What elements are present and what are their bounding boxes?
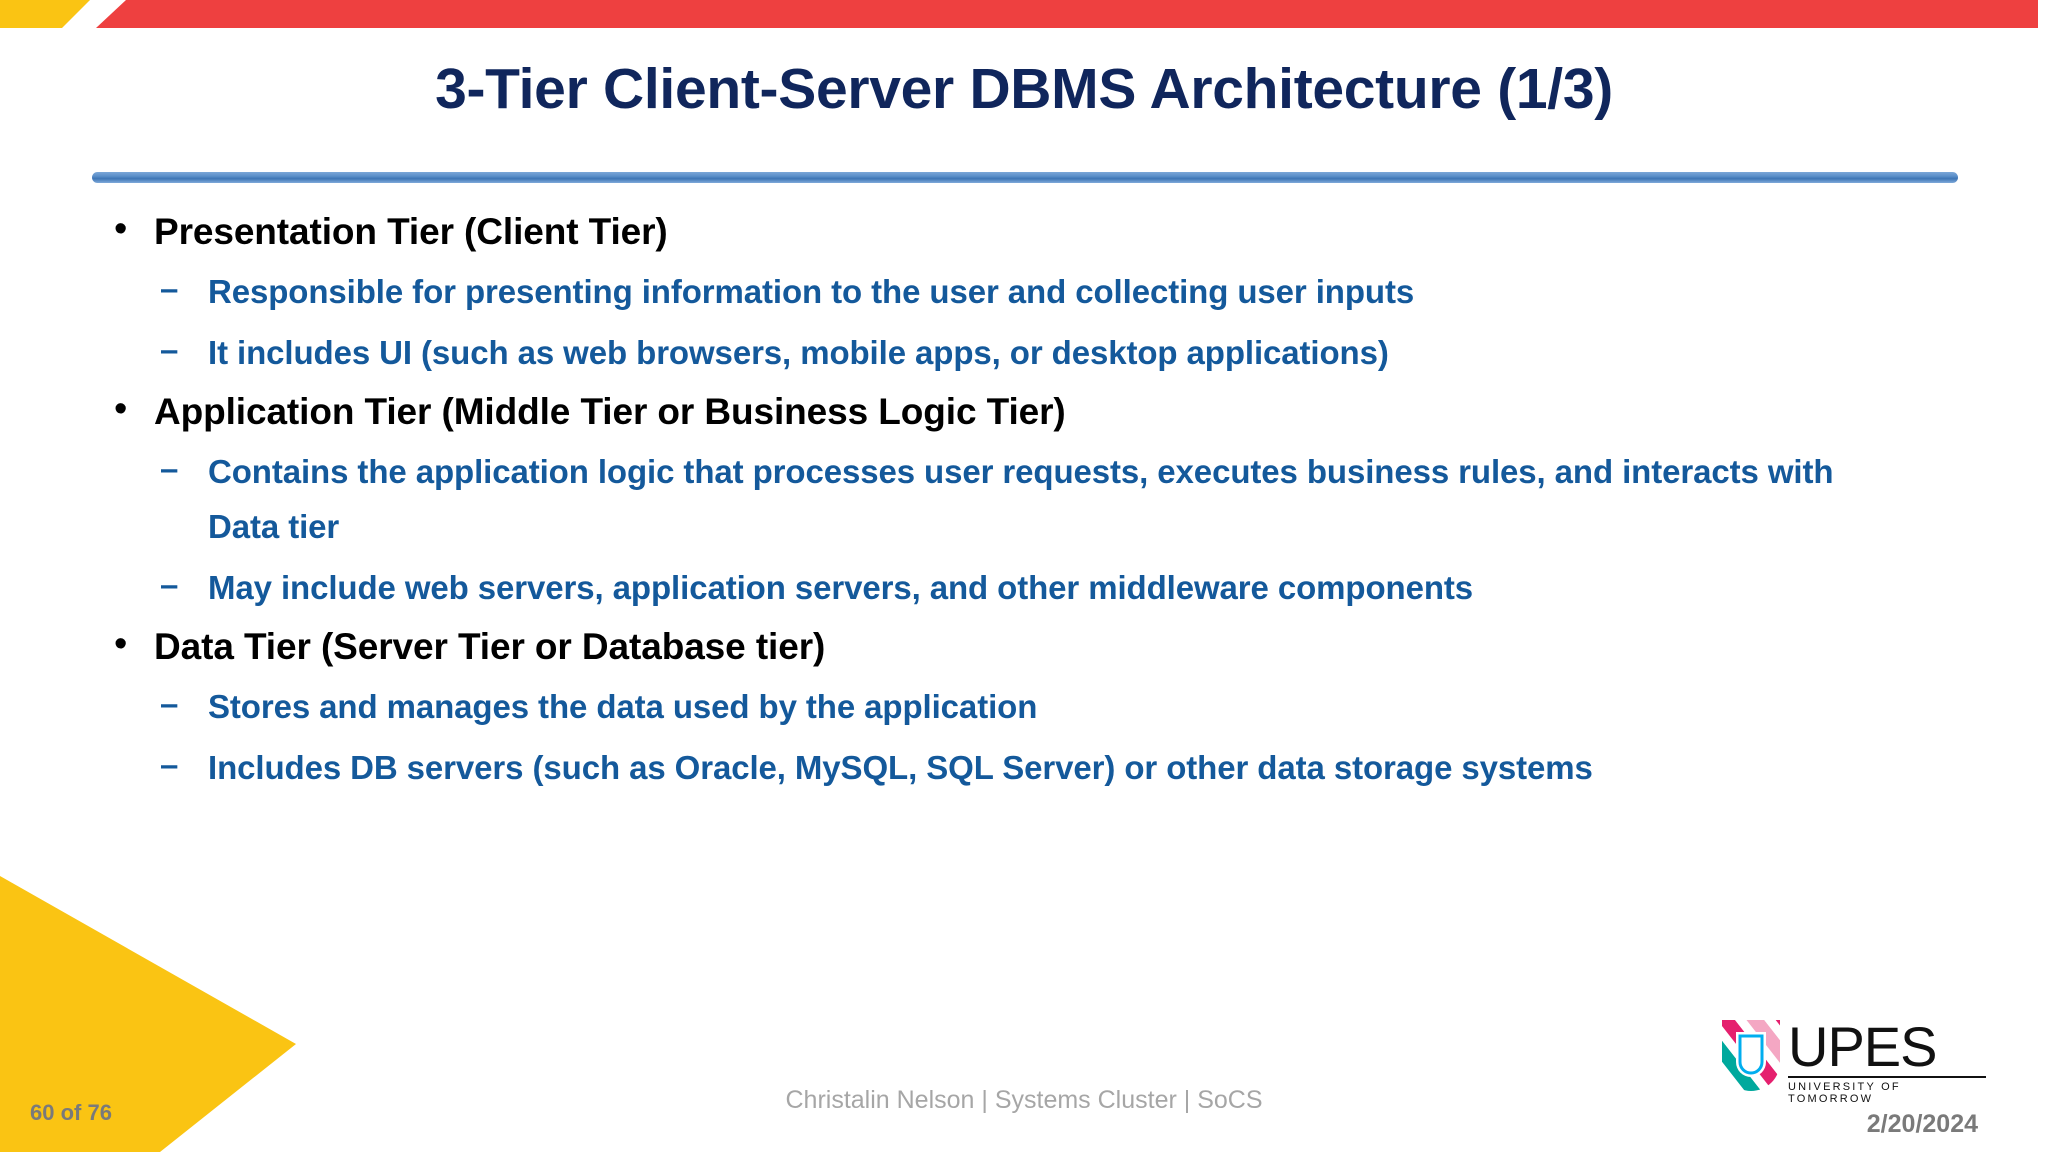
red-accent-bar xyxy=(96,0,2038,28)
sub-bullet-item: – Includes DB servers (such as Oracle, M… xyxy=(96,740,1976,795)
dash-marker-icon: – xyxy=(160,566,179,603)
sub-bullet-text: Includes DB servers (such as Oracle, MyS… xyxy=(208,749,1593,786)
yellow-accent-shape xyxy=(0,0,90,28)
logo-divider-rule xyxy=(1788,1076,1986,1078)
top-accent-band xyxy=(0,0,2048,30)
dash-marker-icon: – xyxy=(160,270,179,307)
sub-bullet-text: Responsible for presenting information t… xyxy=(208,273,1415,310)
footer-attribution: Christalin Nelson | Systems Cluster | So… xyxy=(785,1086,1263,1114)
sub-bullet-item: – May include web servers, application s… xyxy=(96,560,1976,615)
upes-wordmark: UPES xyxy=(1788,1015,1938,1078)
slide-title: 3-Tier Client-Server DBMS Architecture (… xyxy=(435,57,1613,121)
bullet-marker-icon: • xyxy=(114,623,128,665)
sub-bullet-text: May include web servers, application ser… xyxy=(208,569,1474,606)
sub-bullet-item: – Responsible for presenting information… xyxy=(96,264,1976,319)
upes-wordmark-block: UPES UNIVERSITY OF TOMORROW xyxy=(1788,1018,1986,1105)
sub-bullet-text: It includes UI (such as web browsers, mo… xyxy=(208,334,1389,371)
upes-shield-icon xyxy=(1718,1018,1784,1092)
bullet-item: • Application Tier (Middle Tier or Busin… xyxy=(96,386,1976,438)
dash-marker-icon: – xyxy=(160,331,179,368)
bullet-text: Application Tier (Middle Tier or Busines… xyxy=(154,391,1066,432)
upes-tagline: UNIVERSITY OF TOMORROW xyxy=(1788,1081,1901,1105)
slide-body: • Presentation Tier (Client Tier) – Resp… xyxy=(96,206,1976,801)
sub-bullet-item: – Stores and manages the data used by th… xyxy=(96,679,1976,734)
sub-bullet-item: – It includes UI (such as web browsers, … xyxy=(96,325,1976,380)
footer-date: 2/20/2024 xyxy=(1866,1110,1978,1138)
bullet-text: Presentation Tier (Client Tier) xyxy=(154,211,668,252)
page-number: 60 of 76 xyxy=(30,1100,112,1125)
bullet-text: Data Tier (Server Tier or Database tier) xyxy=(154,626,826,667)
sub-bullet-text: Stores and manages the data used by the … xyxy=(208,688,1038,725)
dash-marker-icon: – xyxy=(160,685,179,722)
sub-bullet-item: – Contains the application logic that pr… xyxy=(96,444,1976,554)
sub-bullet-text: Contains the application logic that proc… xyxy=(208,453,1834,545)
title-divider xyxy=(92,172,1958,183)
dash-marker-icon: – xyxy=(160,746,179,783)
bullet-item: • Presentation Tier (Client Tier) xyxy=(96,206,1976,258)
bullet-item: • Data Tier (Server Tier or Database tie… xyxy=(96,621,1976,673)
bullet-marker-icon: • xyxy=(114,388,128,430)
bullet-marker-icon: • xyxy=(114,208,128,250)
dash-marker-icon: – xyxy=(160,450,179,487)
upes-logo: UPES UNIVERSITY OF TOMORROW xyxy=(1718,1018,1986,1105)
